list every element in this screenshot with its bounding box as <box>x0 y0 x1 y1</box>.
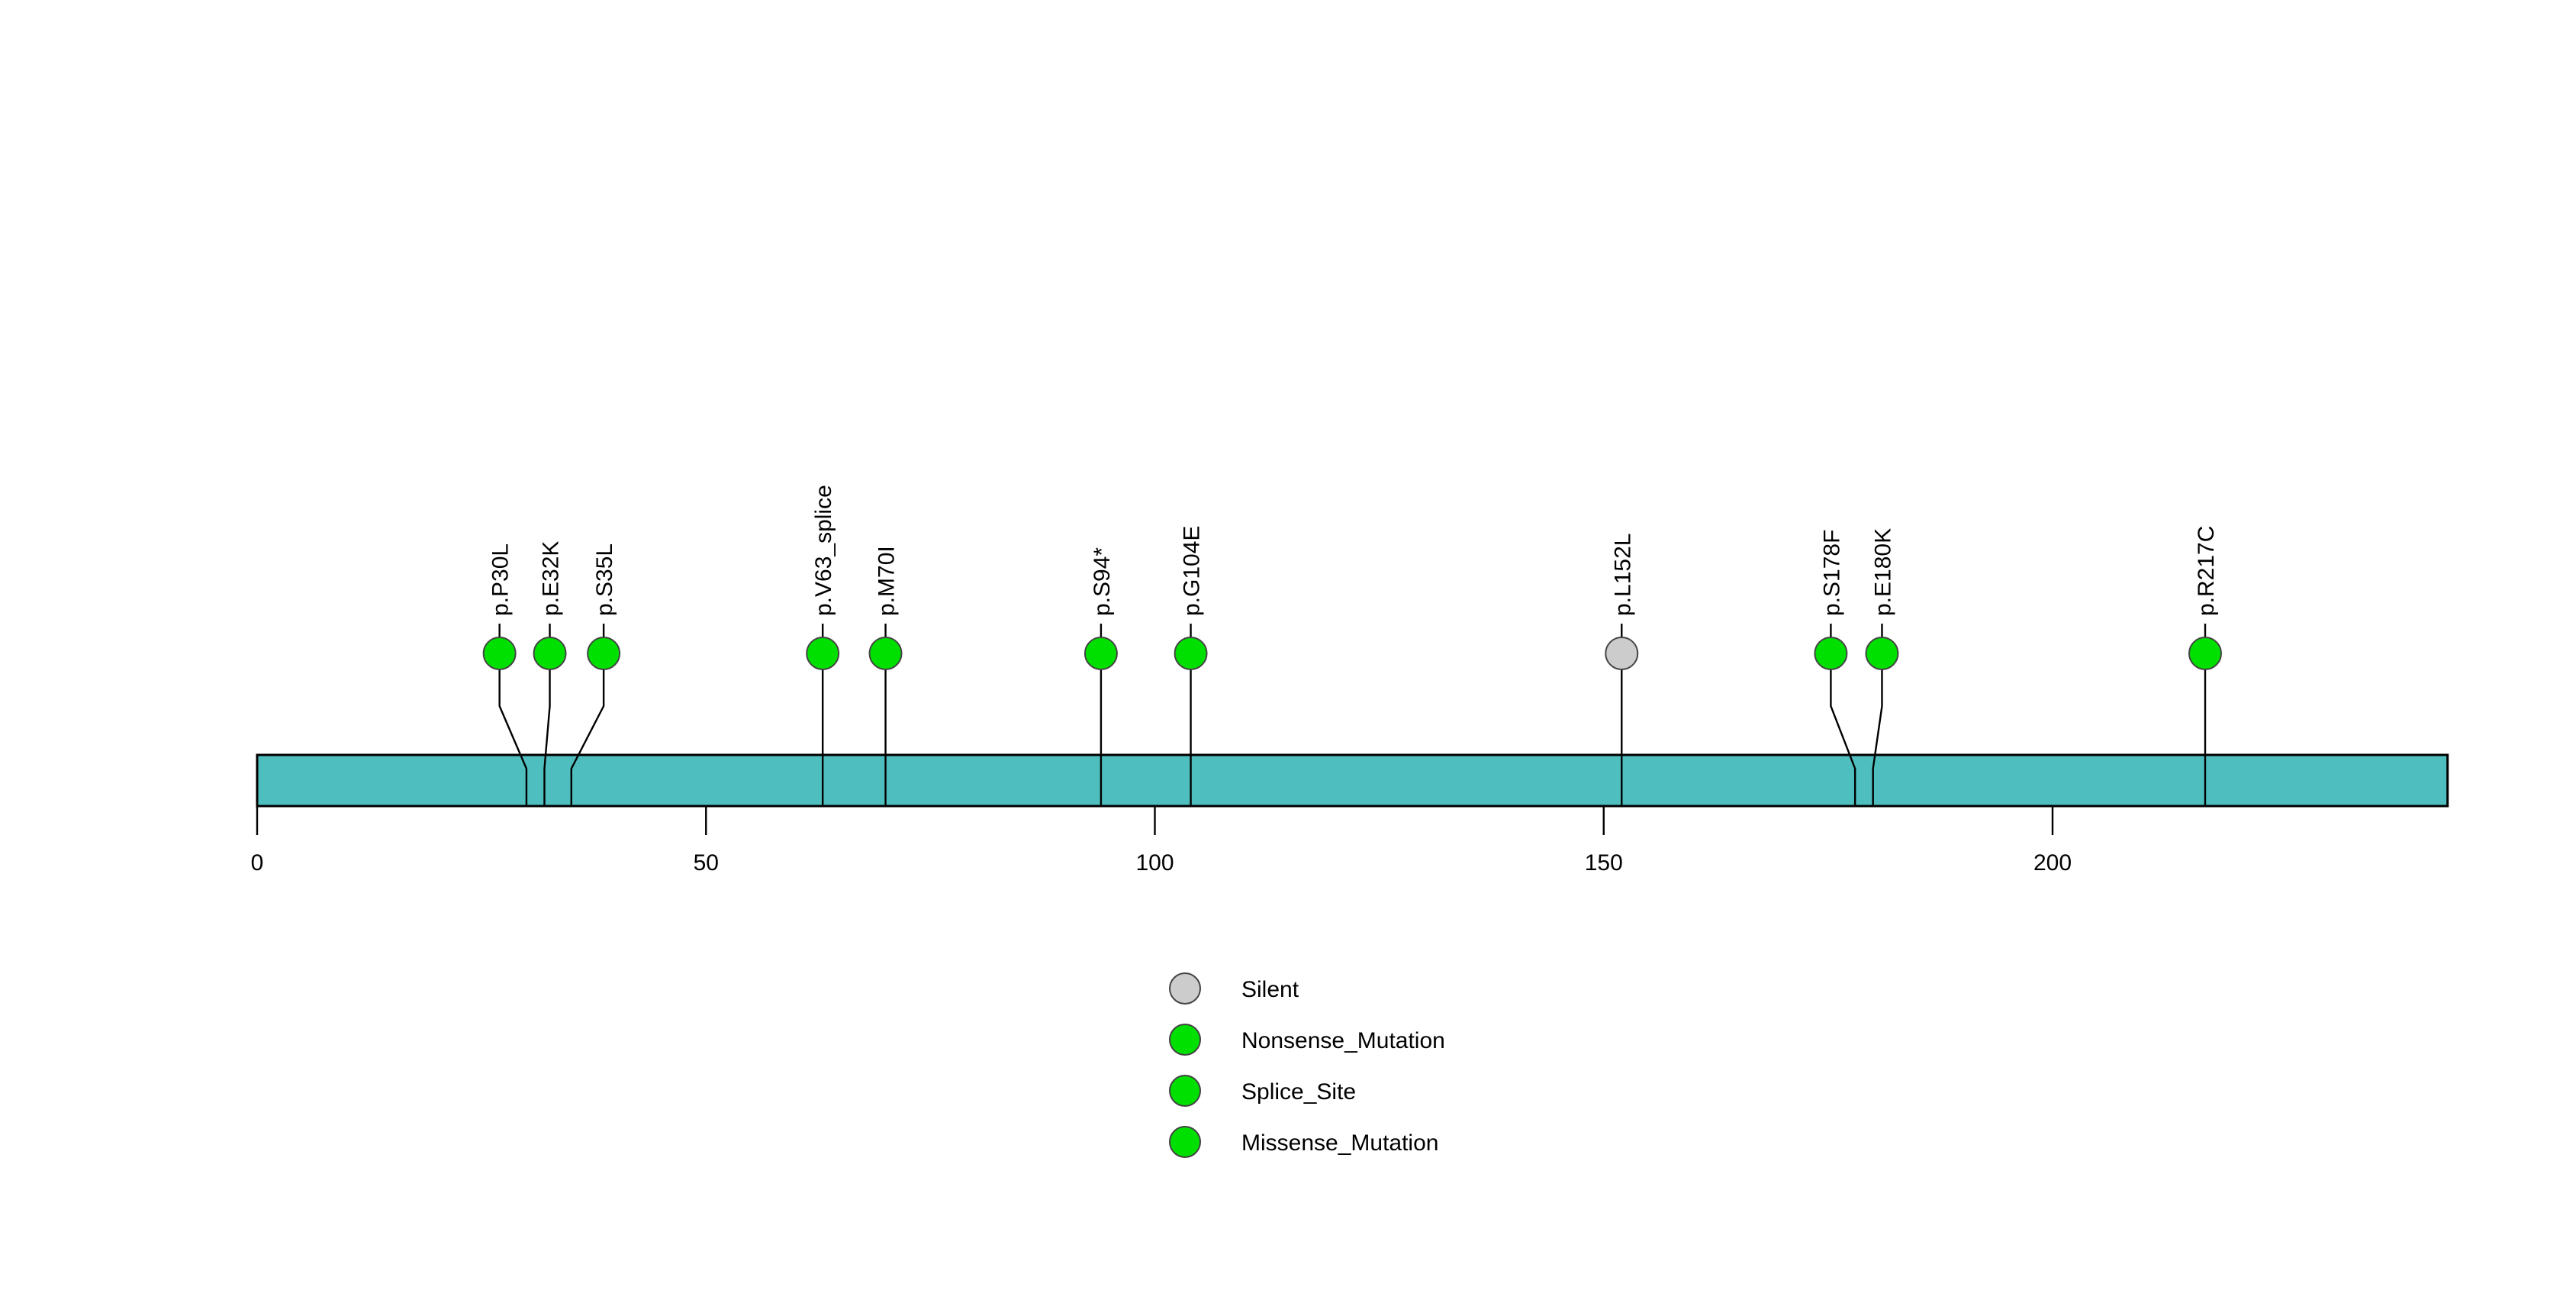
mutation-label-pR217C: p.R217C <box>2194 526 2219 616</box>
legend-dot-SpliceSite[interactable] <box>1169 1075 1201 1107</box>
legend-label-Silent: Silent <box>1241 977 1299 1002</box>
lollipop-head-pE180K[interactable] <box>1865 637 1899 670</box>
lollipop-head-pG104E[interactable] <box>1174 637 1208 670</box>
mutation-label-pG104E: p.G104E <box>1180 526 1205 616</box>
lollipop-head-pS35L[interactable] <box>587 637 621 670</box>
lollipop-head-pL152L[interactable] <box>1605 637 1639 670</box>
protein-domain-bar <box>256 753 2449 808</box>
mutation-label-pE180K: p.E180K <box>1870 528 1895 616</box>
legend-label-MissenseMutation: Missense_Mutation <box>1241 1130 1438 1156</box>
lollipop-head-pV63splice[interactable] <box>806 637 840 670</box>
lollipop-head-pM70I[interactable] <box>868 637 903 670</box>
lollipop-head-pS178F[interactable] <box>1814 637 1848 670</box>
lollipop-head-pR217C[interactable] <box>2188 637 2223 670</box>
mutation-labels: p.P30L p.E32K p.S35L p.V63_splice p.M70I p.S9… <box>488 485 2219 616</box>
legend-dot-MissenseMutation[interactable] <box>1169 1126 1201 1158</box>
axis-tick-label-50: 50 <box>694 850 719 876</box>
lollipop-head-pP30L[interactable] <box>482 637 517 670</box>
legend-dot-Silent[interactable] <box>1169 972 1201 1005</box>
axis-tick-label-100: 100 <box>1135 850 1174 876</box>
legend-label-NonsenseMutation: Nonsense_Mutation <box>1241 1028 1445 1053</box>
mutation-label-pM70I: p.M70I <box>874 546 900 616</box>
legend: SilentNonsense_MutationSplice_SiteMissen… <box>1169 972 1445 1158</box>
mutation-label-pS94: p.S94* <box>1090 547 1115 616</box>
legend-label-SpliceSite: Splice_Site <box>1241 1079 1356 1105</box>
mutation-label-pV63splice: p.V63_splice <box>811 485 836 616</box>
axis-tick-label-150: 150 <box>1585 850 1623 876</box>
mutation-label-pE32K: p.E32K <box>539 541 564 616</box>
lollipop-head-pE32K[interactable] <box>533 637 567 670</box>
mutation-label-pP30L: p.P30L <box>488 543 514 616</box>
legend-dot-NonsenseMutation[interactable] <box>1169 1024 1201 1056</box>
lollipop-head-pS94[interactable] <box>1084 637 1118 670</box>
axis-tick-label-0: 0 <box>251 850 264 876</box>
protein-bar-rect <box>256 753 2449 808</box>
lollipop-heads <box>482 637 2223 670</box>
x-axis: 0 50 100 150 200 <box>251 806 2072 876</box>
mutation-label-pS178F: p.S178F <box>1819 530 1844 616</box>
mutation-label-pL152L: p.L152L <box>1610 534 1635 616</box>
mutation-label-pS35L: p.S35L <box>592 543 617 616</box>
axis-tick-label-200: 200 <box>2033 850 2072 876</box>
